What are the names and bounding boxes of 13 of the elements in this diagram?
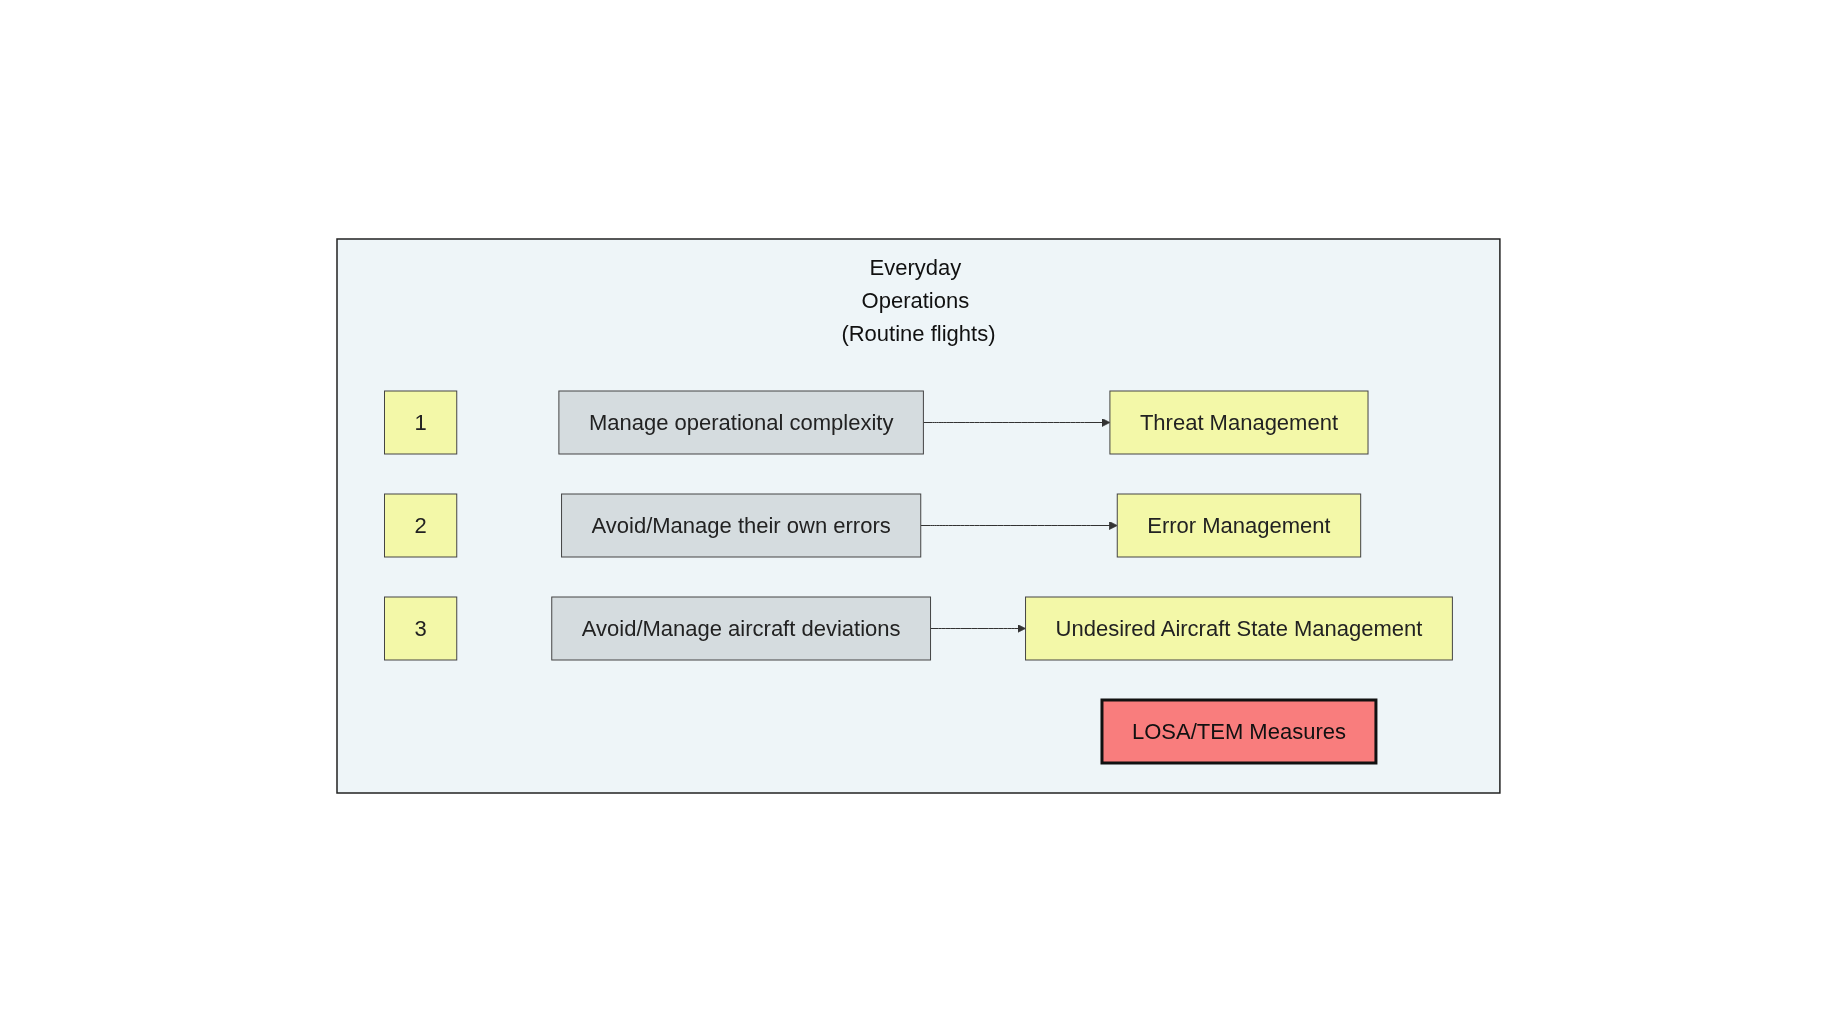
node-box: 1 — [384, 390, 458, 454]
node-box: Undesired Aircraft State Management — [1025, 596, 1453, 660]
node-box: 3 — [384, 596, 458, 660]
node-box: Avoid/Manage their own errors — [561, 493, 922, 557]
node-box: Avoid/Manage aircraft deviations — [551, 596, 932, 660]
node-box: Manage operational complexity — [558, 390, 924, 454]
node-box: Threat Management — [1109, 390, 1369, 454]
arrow — [922, 417, 1111, 427]
arrow — [920, 520, 1118, 530]
node-box: LOSA/TEM Measures — [1100, 698, 1378, 764]
arrow — [930, 623, 1026, 633]
node-box: Error Management — [1116, 493, 1362, 557]
node-box: 2 — [384, 493, 458, 557]
